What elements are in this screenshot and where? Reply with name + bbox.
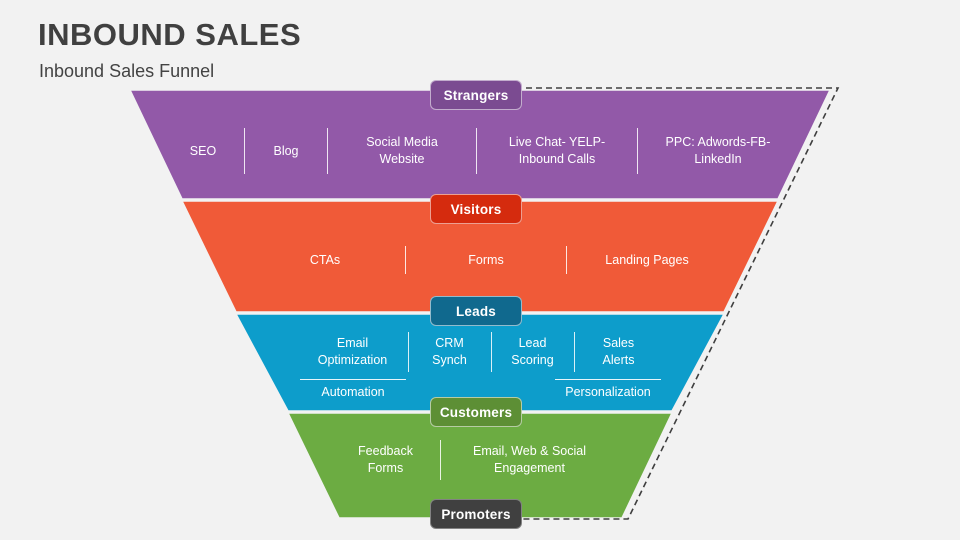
funnel-outline-dashed [466,87,840,520]
funnel-band-customers [286,412,674,519]
item-lead-scoring[interactable]: Lead Scoring [511,336,554,367]
stage-badge-strangers[interactable]: Strangers [430,80,522,110]
item-crm-synch[interactable]: CRM Synch [432,336,467,367]
item-social-media-website[interactable]: Social Media Website [366,135,438,166]
stage-badge-promoters[interactable]: Promoters [430,499,522,529]
item-email-web-social-engagement[interactable]: Email, Web & Social Engagement [472,444,586,475]
stage-items-customers: Feedback Forms Email, Web & Social Engag… [330,440,620,480]
funnel-band-strangers [128,89,832,200]
funnel-band-visitors [180,200,780,313]
stage-badge-customers[interactable]: Customers [430,397,522,427]
item-seo[interactable]: SEO [189,143,217,158]
stage-items-strangers: SEO Blog Social Media Website Live Chat-… [178,128,782,174]
stage-items-visitors: CTAs Forms Landing Pages [245,246,727,274]
item-divider [566,246,567,274]
item-divider [327,128,328,174]
item-forms[interactable]: Forms [468,252,504,267]
item-ppc-adwords-fb-linkedin[interactable]: PPC: Adwords-FB- LinkedIn [665,135,771,166]
item-divider [637,128,638,174]
subgroup-automation[interactable]: Automation [300,379,406,399]
item-divider [244,128,245,174]
item-sales-alerts[interactable]: Sales Alerts [602,336,635,367]
item-landing-pages[interactable]: Landing Pages [605,252,689,267]
item-live-chat-yelp-inbound-calls[interactable]: Live Chat- YELP- Inbound Calls [508,135,606,166]
item-email-optimization[interactable]: Email Optimization [317,336,388,367]
item-divider [405,246,406,274]
item-blog[interactable]: Blog [273,143,299,158]
stage-badge-visitors[interactable]: Visitors [430,194,522,224]
item-feedback-forms[interactable]: Feedback Forms [358,444,413,475]
item-divider [573,332,575,372]
subgroup-personalization[interactable]: Personalization [555,379,661,399]
item-divider [439,440,441,480]
funnel-band-leads [234,313,726,412]
page-subtitle: Inbound Sales Funnel [39,61,215,81]
item-divider [490,332,492,372]
item-divider [407,332,409,372]
item-ctas[interactable]: CTAs [309,252,341,267]
stage-badge-leads[interactable]: Leads [430,296,522,326]
page-title: INBOUND SALES [38,17,302,52]
stage-items-leads: Email Optimization CRM Synch Lead Scorin… [296,332,664,372]
item-divider [476,128,477,174]
